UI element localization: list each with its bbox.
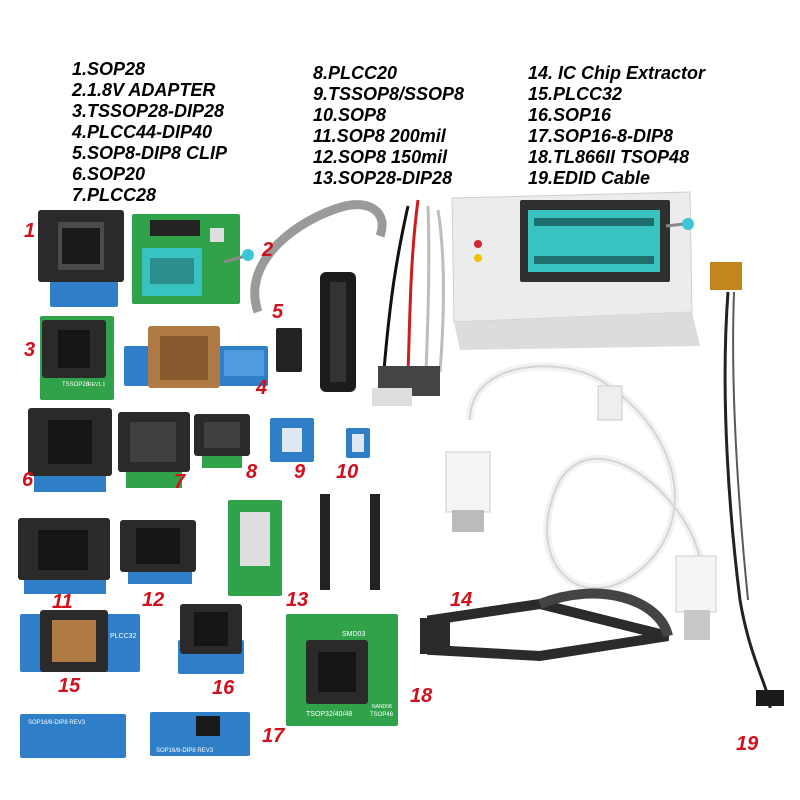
sop16-8-dip8-adapter: SOP16/8-DIP8 REV3 SOP16/8-DIP8 REV3 [20,712,250,758]
b3-rev: REV1.1 [88,382,105,388]
legend-item: 17.SOP16-8-DIP8 [528,126,674,146]
b15-label: PLCC32 [110,633,137,640]
legend-item: 9.TSSOP8/SSOP8 [313,84,465,104]
plcc20-adapter [194,414,250,468]
legend-item: 13.SOP28-DIP28 [313,168,453,188]
legend-item: 6.SOP20 [72,164,146,184]
edid-cable [710,262,784,709]
number-label-1: 1 [24,220,36,242]
b3-label: TSSOP28 [62,382,90,388]
legend-item: 11.SOP8 200mil [313,126,446,146]
legend-item: 4.PLCC44-DIP40 [72,122,213,142]
legend-item: 19.EDID Cable [528,168,651,188]
b17-label-2: SOP16/8-DIP8 REV3 [156,748,214,754]
legend-item: 16.SOP16 [528,105,612,125]
number-label-9: 9 [294,461,306,483]
sop28-adapter [38,210,124,307]
legend-item: 10.SOP8 [313,105,387,125]
sop16-adapter [178,604,244,674]
legend-item: 8.PLCC20 [313,63,398,83]
number-label-14: 14 [450,589,473,611]
b17-label-1: SOP16/8-DIP8 REV3 [28,720,86,726]
number-label-4: 4 [256,377,268,399]
sop8-150mil-adapter [120,520,196,584]
b18-tsop: TSOP32/40/48 [306,711,352,718]
sop8-200mil-adapter [18,518,110,594]
legend-item: 5.SOP8-DIP8 CLIP [72,143,228,163]
number-label-5: 5 [272,301,284,323]
number-label-11: 11 [52,591,73,613]
legend-item: 14. IC Chip Extractor [528,63,706,83]
sop20-adapter [28,408,112,492]
tssop28-dip28-adapter: TSSOP28 REV1.1 [40,316,114,400]
plcc44-dip40-adapter [124,326,268,388]
legend-item: 2.1.8V ADAPTER [72,80,216,100]
number-label-17: 17 [262,725,285,747]
number-label-12: 12 [142,589,165,611]
legend-item: 1.SOP28 [72,59,146,79]
dupont-wires [372,199,445,406]
b18-tsop48: TSOP48 [370,712,394,718]
1-8v-adapter [132,214,254,304]
b18-nand: NAND08 [372,704,392,710]
number-label-13: 13 [286,589,309,611]
sop8-adapter [346,428,370,458]
legend-item: 15.PLCC32 [528,84,623,104]
tsop48-adapter: SMD03 TSOP32/40/48 NAND08 TSOP48 [286,614,398,726]
number-label-6: 6 [22,469,34,491]
legend-item: 12.SOP8 150mil [313,147,448,167]
legend-item: 3.TSSOP28-DIP28 [72,101,225,121]
tl866ii-programmer [451,191,700,350]
tssop8-ssop8-adapter [270,418,314,462]
legend-item: 18.TL866II TSOP48 [528,147,690,167]
plcc32-adapter: PLCC32 [20,610,140,672]
b18-smd: SMD03 [342,631,365,638]
number-label-8: 8 [246,461,258,483]
number-label-18: 18 [410,685,433,707]
number-label-2: 2 [262,239,274,261]
sop8-clip [250,200,387,392]
plcc28-adapter [118,412,190,488]
number-label-16: 16 [212,677,235,699]
number-label-10: 10 [336,461,359,483]
legend-item: 7.PLCC28 [72,185,157,205]
number-label-19: 19 [736,733,759,755]
number-label-7: 7 [174,471,186,493]
usb-cable [445,362,717,640]
sop28-dip28-adapter [228,494,380,596]
number-label-3: 3 [24,339,36,361]
number-label-15: 15 [58,675,81,697]
ic-chip-extractor [420,588,673,662]
